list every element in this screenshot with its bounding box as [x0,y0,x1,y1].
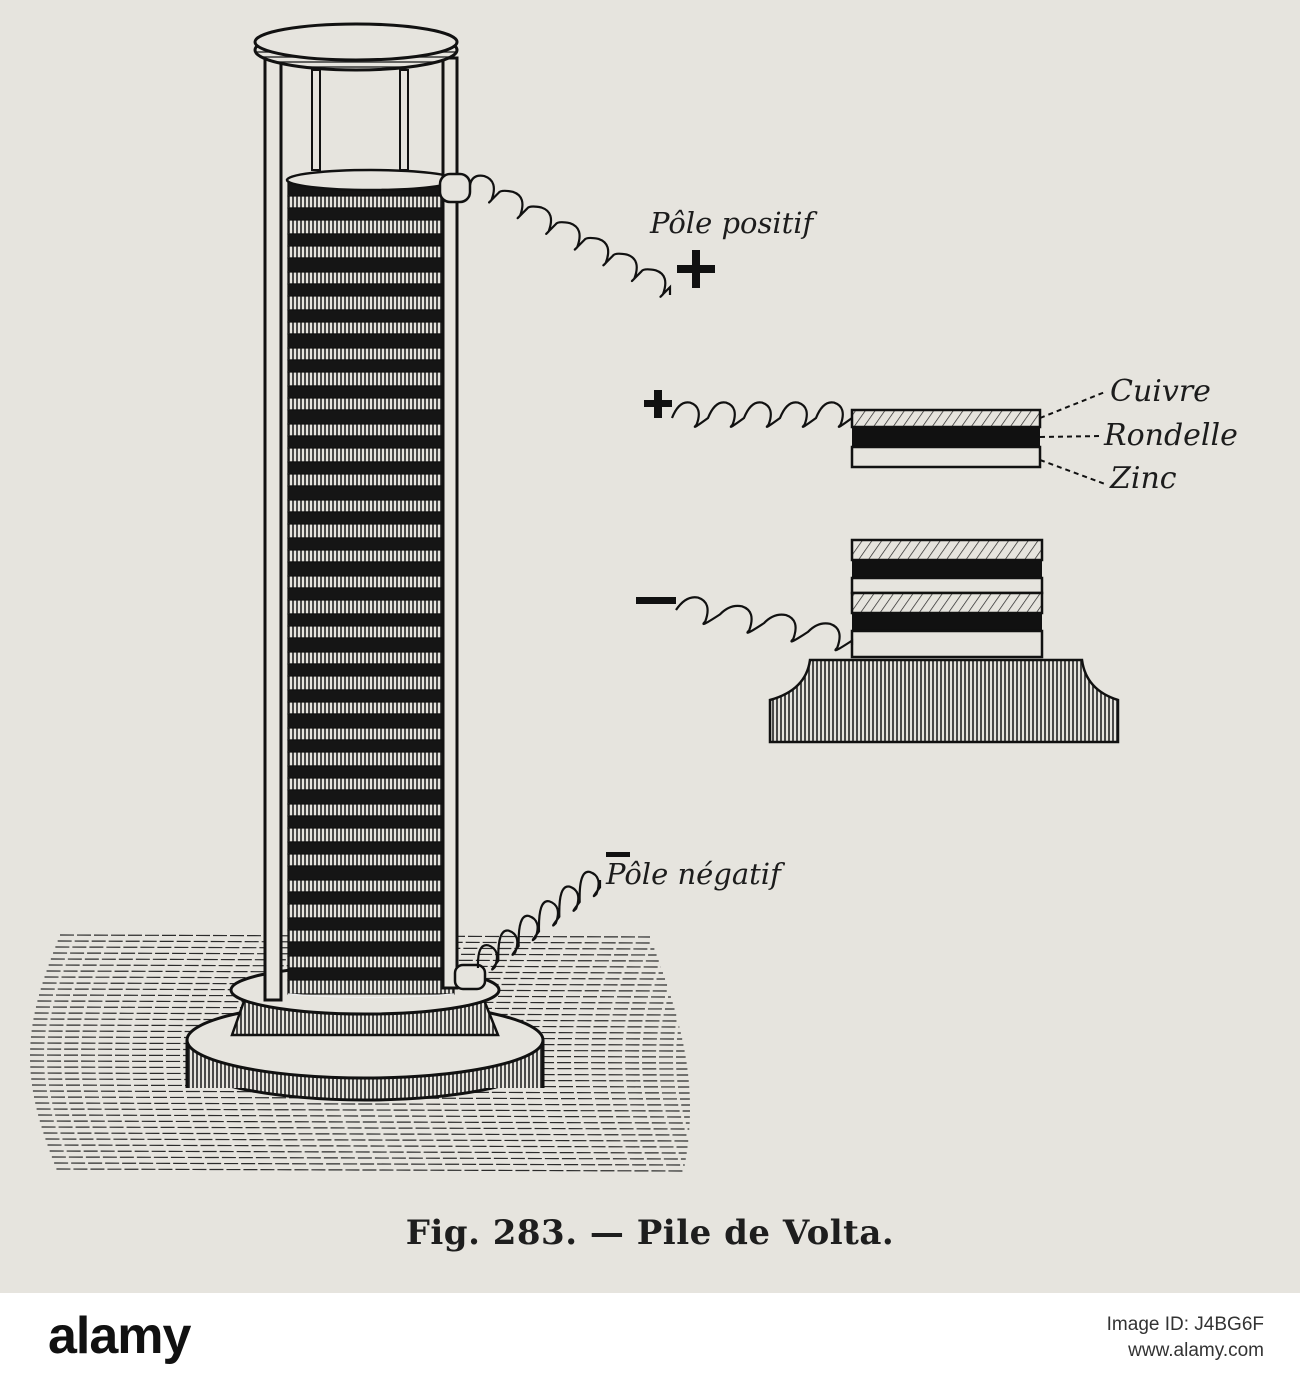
watermark-footer [0,1293,1300,1382]
top-cap [253,22,459,72]
alamy-logo: alamy [48,1307,191,1365]
website-link[interactable]: www.alamy.com [1128,1340,1264,1361]
single-element-diagram [644,390,1106,485]
positive-wire [438,172,672,298]
image-id-text: Image ID: J4BG6F [1106,1314,1264,1335]
label-washer: Rondelle [1104,418,1238,453]
plus-sign [677,250,715,288]
guide-rods [263,56,459,1002]
label-copper: Cuivre [1110,374,1211,409]
negative-wire [453,870,602,991]
double-element-diagram [636,538,1120,744]
figure-caption: Fig. 283. — Pile de Volta. [405,1213,895,1253]
footer-meta: Image ID: J4BG6F www.alamy.com [1107,1314,1264,1362]
volta-pile-illustration [30,22,1120,1172]
engraving-figure: Pôle positif Pôle négatif Cuivre Rondell… [30,22,1238,1253]
label-positive-pole: Pôle positif [650,206,814,240]
minus-sign [606,852,630,857]
disc-stack [285,168,457,999]
label-zinc: Zinc [1110,461,1177,496]
label-negative-pole: Pôle négatif [606,857,781,891]
